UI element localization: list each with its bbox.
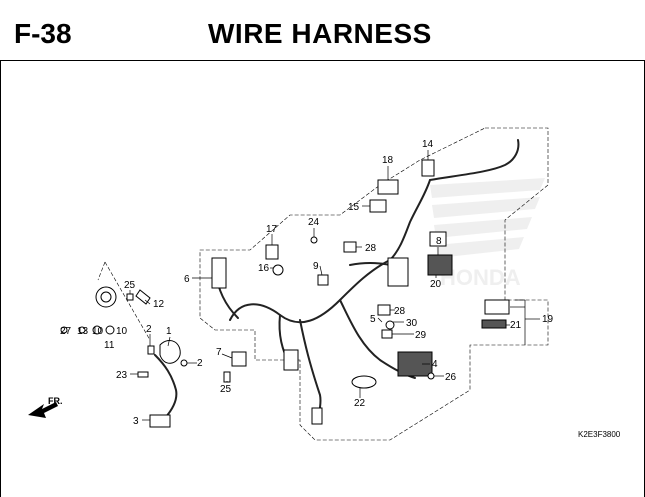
callout-15: 15 [348, 202, 360, 213]
callout-14: 14 [422, 139, 434, 150]
callout-16: 16 [258, 263, 270, 274]
callout-19: 19 [542, 314, 554, 325]
leader-lines [129, 150, 540, 421]
callout-9: 9 [313, 261, 319, 272]
direction-label: FR. [48, 396, 63, 406]
callout-17: 17 [266, 224, 278, 235]
page-title: WIRE HARNESS [208, 18, 432, 49]
callout-24: 24 [308, 217, 320, 228]
callout-28b: 28 [394, 306, 406, 317]
figure-code: F-38 [14, 18, 72, 49]
assembly-outline [97, 127, 549, 441]
callout-25a: 25 [124, 280, 136, 291]
callout-7: 7 [216, 347, 222, 358]
callout-13: 13 [77, 326, 89, 337]
brand-wing-watermark: HONDA [430, 178, 545, 290]
callout-1: 1 [166, 326, 172, 337]
callout-11: 11 [104, 340, 115, 351]
svg-text:HONDA: HONDA [440, 265, 521, 290]
callout-labels: 14 18 15 17 24 28 16 9 8 6 25 12 20 28 5… [60, 139, 554, 427]
callout-23: 23 [116, 370, 128, 381]
callout-4: 4 [432, 359, 438, 370]
callout-26: 26 [445, 372, 457, 383]
callout-10a: 10 [92, 326, 104, 337]
callout-21: 21 [510, 320, 522, 331]
callout-29: 29 [415, 330, 427, 341]
callout-18: 18 [382, 155, 394, 166]
callout-20: 20 [430, 279, 442, 290]
frame-line-top [0, 60, 645, 61]
callout-30: 30 [406, 318, 418, 329]
callout-2a: 2 [146, 324, 152, 335]
front-direction-arrow: FR. [28, 396, 63, 418]
callout-22: 22 [354, 398, 366, 409]
callout-5: 5 [370, 314, 376, 325]
callout-28a: 28 [365, 243, 377, 254]
frame-line-left [0, 60, 1, 497]
callout-12: 12 [153, 299, 165, 310]
callout-6: 6 [184, 274, 190, 285]
callout-27: 27 [60, 326, 72, 337]
catalog-code: K2E3F3800 [578, 430, 621, 439]
callout-10b: 10 [116, 326, 128, 337]
callout-25b: 25 [220, 384, 232, 395]
callout-3: 3 [133, 416, 139, 427]
callout-8: 8 [436, 236, 442, 247]
component-shapes [60, 159, 510, 428]
callout-2b: 2 [197, 358, 203, 369]
